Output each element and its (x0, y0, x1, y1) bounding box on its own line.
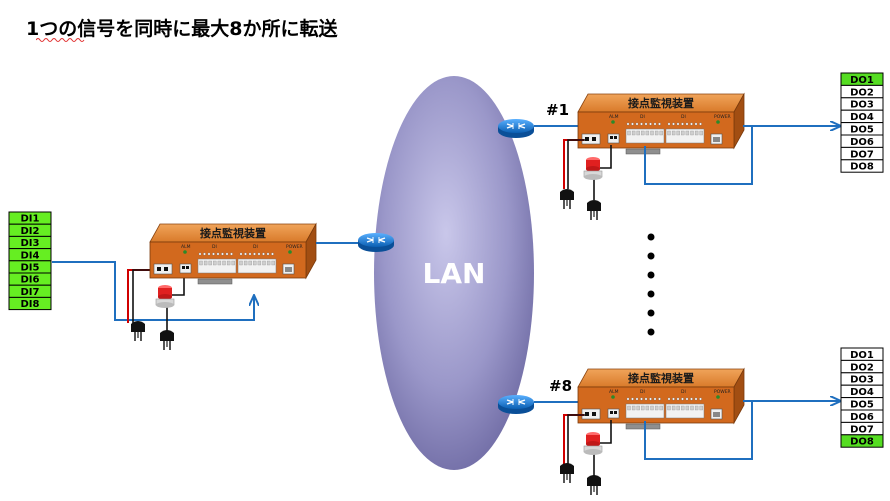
output-cell: DO1 (840, 347, 884, 361)
output-cell: DO2 (840, 359, 884, 374)
output-cell: DO3 (840, 372, 884, 386)
input-cell: DI2 (8, 223, 52, 237)
remote-label-8: #8 (549, 377, 572, 395)
input-cell: DI4 (8, 248, 52, 262)
lamp-wire (596, 420, 612, 444)
power-plug (560, 189, 574, 209)
router-icon (497, 394, 535, 415)
output-cell-label: DO2 (850, 87, 874, 98)
output-cell-label: DO1 (850, 350, 874, 361)
output-cell: DO4 (840, 384, 884, 399)
alarm-lamp (155, 284, 175, 309)
panel-label: POWER (714, 114, 731, 120)
output-cell-label: DO5 (850, 125, 874, 136)
output-cell-label: DO4 (850, 112, 874, 123)
input-cell-label: DI1 (21, 214, 40, 225)
lamp-wire (167, 273, 185, 296)
lan-cloud (374, 76, 534, 470)
input-cell-label: DI7 (21, 287, 40, 298)
input-wire (52, 261, 254, 321)
panel-label: POWER (714, 389, 731, 395)
output-cell-label: DO5 (850, 400, 874, 411)
panel-label: POWER (286, 244, 303, 250)
output-cell-label: DO3 (850, 100, 874, 111)
output-cell-label: DO3 (850, 375, 874, 386)
output-cell: DO2 (840, 84, 884, 98)
output-cell-label: DO7 (850, 149, 874, 160)
input-cell: DI5 (8, 260, 52, 274)
page-title: 1つの信号を同時に最大8か所に転送 (26, 18, 338, 40)
output-cell: DO4 (840, 109, 884, 123)
remote-label-1: #1 (546, 101, 569, 119)
device-title: 接点監視装置 (200, 226, 266, 240)
output-cell: DO5 (840, 122, 884, 136)
input-cell: DI8 (8, 296, 52, 310)
output-cell-label: DO7 (850, 424, 874, 435)
panel-label: DI (253, 244, 258, 250)
output-cell: DO8 (840, 159, 884, 173)
panel-label: DI (681, 114, 686, 120)
output-cell: DO3 (840, 97, 884, 111)
output-cell: DO1 (840, 72, 884, 86)
output-cell-label: DO4 (850, 387, 874, 398)
alarm-lamp (583, 156, 603, 181)
power-plug (587, 200, 601, 220)
contact-monitor-device-remote-8: 接点監視装置 ALM DI DI POWER (577, 367, 745, 430)
panel-label: ALM (181, 244, 191, 250)
input-cell: DI7 (8, 284, 52, 298)
input-cell-label: DI3 (21, 238, 40, 249)
lan-label: LAN (423, 257, 486, 290)
output-cell-label: DO8 (850, 162, 874, 173)
panel-label: DI (640, 114, 645, 120)
power-plug (160, 330, 174, 350)
panel-label: DI (640, 389, 645, 395)
more-remotes-dots (647, 233, 655, 336)
output-cell-label: DO2 (850, 362, 874, 373)
output-cell-label: DO8 (850, 437, 874, 448)
input-cell-label: DI8 (21, 299, 40, 310)
contact-monitor-device-sender: 接点監視装置 ALM DI DI POWER (149, 222, 317, 285)
contact-monitor-device-remote-1: 接点監視装置 ALM DI DI POWER (577, 92, 745, 155)
output-cell-label: DO1 (850, 75, 874, 86)
power-plug (131, 321, 145, 341)
spellcheck-underline (36, 38, 85, 42)
router-icon (357, 232, 395, 253)
output-cell: DO5 (840, 397, 884, 411)
alarm-wire-black (567, 139, 588, 189)
router-icon (497, 118, 535, 139)
output-cell: DO7 (840, 421, 884, 436)
input-cell-label: DI4 (21, 250, 40, 261)
panel-label: ALM (609, 114, 619, 120)
power-plug (560, 463, 574, 483)
alarm-lamp (583, 431, 603, 456)
output-cell: DO8 (840, 434, 884, 448)
alarm-wire-black (567, 414, 588, 464)
input-cell-label: DI5 (21, 263, 40, 274)
input-cell: DI6 (8, 272, 52, 286)
output-loop-1 (644, 126, 753, 185)
input-cell: DI1 (8, 211, 52, 225)
lamp-wire (596, 145, 612, 169)
power-plug (587, 475, 601, 495)
panel-label: ALM (609, 389, 619, 395)
device-title: 接点監視装置 (628, 96, 694, 110)
output-loop-8 (644, 401, 753, 460)
input-cell: DI3 (8, 235, 52, 249)
panel-label: DI (212, 244, 217, 250)
panel-label: DI (681, 389, 686, 395)
input-cell-label: DI6 (21, 275, 40, 286)
output-cell: DO6 (840, 409, 884, 423)
device-title: 接点監視装置 (628, 371, 694, 385)
output-cell: DO6 (840, 134, 884, 148)
input-cell-label: DI2 (21, 226, 40, 237)
output-cell-label: DO6 (850, 137, 874, 148)
output-cell-label: DO6 (850, 412, 874, 423)
output-cell: DO7 (840, 146, 884, 160)
